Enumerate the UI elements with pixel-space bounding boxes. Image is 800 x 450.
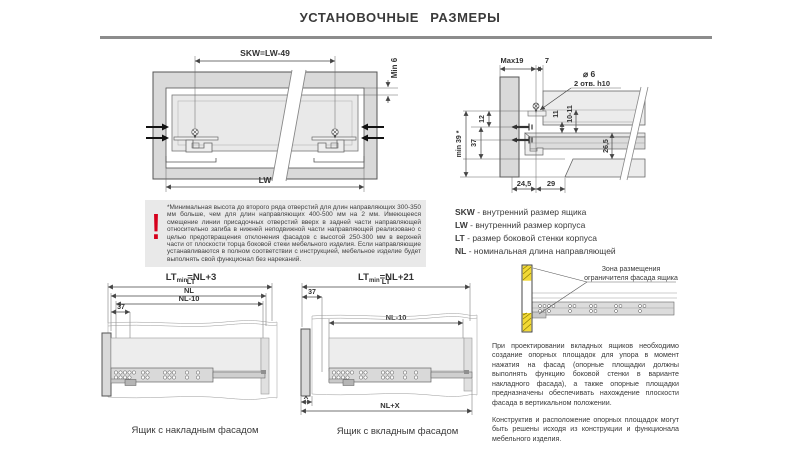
- bottom-panel: [564, 158, 646, 178]
- dim-26-5-label: 26,5: [603, 139, 610, 153]
- dim-nl10-label: NL-10: [179, 294, 200, 303]
- dim-11-label: 11: [553, 110, 560, 118]
- dim-x-label: X: [304, 394, 309, 401]
- design-notes: При проектировании вкладных ящиков необх…: [492, 342, 679, 444]
- design-note-paragraph-2: Конструктив и расположение опорных площа…: [492, 415, 679, 443]
- drawer-body: [328, 337, 465, 372]
- dim-37-label: 37: [308, 289, 316, 296]
- dim-7-label: 7: [545, 56, 549, 65]
- facade-panel: [300, 328, 311, 397]
- dimension-lw: LW: [165, 168, 365, 192]
- dim-10-11-label: 10-11: [567, 105, 574, 123]
- dim-37-label: 37: [471, 139, 478, 147]
- overlay-drawer-drawing: LTmin=NL+3 LT NL NL-10 37: [101, 272, 278, 400]
- dimensions: LT 37 NL-10 X NL+X: [300, 277, 473, 415]
- facade-panel: [521, 264, 533, 333]
- dim-nlx-label: NL+X: [380, 401, 399, 410]
- drawer-side-view: [300, 313, 478, 397]
- legend-item-nl: NL - номинальная длина направляющей: [455, 246, 616, 256]
- dim-24-5-label: 24,5: [517, 179, 532, 188]
- dim-29-label: 29: [547, 179, 555, 188]
- dim-37-label: 37: [117, 304, 125, 311]
- screw-icon: [191, 128, 199, 139]
- dim-lw-label: LW: [259, 175, 273, 185]
- back-panel: [260, 337, 270, 395]
- design-note-paragraph-1: При проектировании вкладных ящиков необх…: [492, 342, 679, 407]
- mounting-arrows-left: [146, 123, 169, 142]
- dim-min39-label: min 39 *: [456, 130, 463, 157]
- dimensions: LT NL NL-10 37: [107, 277, 273, 372]
- dimension-min6: Min 6: [358, 57, 399, 103]
- dim-lt-label: LT: [187, 277, 196, 286]
- warning-note: ! *Минимальная высота до второго ряда от…: [145, 200, 426, 268]
- legend-item-lw: LW - внутренний размер корпуса: [455, 220, 586, 230]
- dim-skw-label: SKW=LW-49: [240, 48, 290, 58]
- cabinet-body: [152, 71, 378, 180]
- facade-panel: [101, 332, 112, 397]
- limiter-zone-drawing: Зона размещения ограничителя фасада ящик…: [521, 264, 678, 333]
- legend-item-skw: SKW - внутренний размер ящика: [455, 207, 587, 217]
- dim-nl10-label: NL-10: [386, 313, 407, 322]
- cabinet-cross-section-drawing: SKW=LW-49 Min 6 LW: [146, 48, 399, 192]
- overlay-drawer-caption: Ящик с накладным фасадом: [131, 425, 259, 436]
- mounting-arrows-right: [361, 123, 384, 142]
- dimension-legend: SKW - внутренний размер ящика LW - внутр…: [455, 207, 685, 259]
- zone-label-line2: ограничителя фасада ящика: [584, 275, 678, 282]
- limiter-zone-top: [522, 265, 532, 281]
- break-line: [619, 86, 649, 181]
- page-title: УСТАНОВОЧНЫЕ РАЗМЕРЫ: [299, 10, 501, 25]
- dimensions: Max19 7 ⌀ 6 2 отв. h10 12 37 min 39 * 11…: [456, 56, 621, 193]
- legend-item-lt: LT - размер боковой стенки корпуса: [455, 233, 597, 243]
- dim-12-label: 12: [479, 115, 486, 123]
- exclamation-icon: !: [151, 206, 161, 247]
- wall-screws: [511, 123, 533, 144]
- drawer-box: [171, 94, 359, 152]
- inset-drawer-drawing: LTmin=NL+21 LT 37 NL-10 X NL+X: [300, 272, 478, 415]
- dimension-skw: SKW=LW-49: [194, 48, 336, 128]
- slide-rail: [531, 301, 675, 316]
- overlay-formula: LTmin=NL+3: [166, 272, 217, 284]
- drawer-body: [110, 337, 262, 372]
- zone-label-line1: Зона размещения: [602, 266, 661, 273]
- dim-max19-label: Max19: [501, 56, 524, 65]
- hole-note-label: 2 отв. h10: [574, 79, 610, 88]
- title-rule: [100, 36, 712, 39]
- back-panel: [463, 337, 473, 392]
- facade-with-zone: [521, 264, 533, 333]
- hole-diameter-label: ⌀ 6: [583, 69, 595, 79]
- slide-left: [165, 128, 219, 163]
- drawer-side-panel: [542, 90, 646, 126]
- limiter-zone-bottom: [522, 313, 532, 332]
- drilling-detail-drawing: Max19 7 ⌀ 6 2 отв. h10 12 37 min 39 * 11…: [456, 56, 649, 193]
- leader-lines: [532, 267, 588, 315]
- drilling-body: [499, 76, 649, 181]
- dim-nl-label: NL: [184, 286, 194, 295]
- dim-min6-label: Min 6: [390, 57, 399, 78]
- drawer-side-view: [101, 320, 278, 400]
- rail-holes: [332, 370, 418, 380]
- warning-text: *Минимальная высота до второго ряда отве…: [167, 204, 421, 263]
- dim-lt-label: LT: [382, 277, 391, 286]
- inset-formula: LTmin=NL+21: [358, 272, 415, 284]
- inset-drawer-caption: Ящик с вкладным фасадом: [336, 426, 459, 437]
- rail-holes: [114, 370, 200, 380]
- break-lines: [271, 69, 307, 182]
